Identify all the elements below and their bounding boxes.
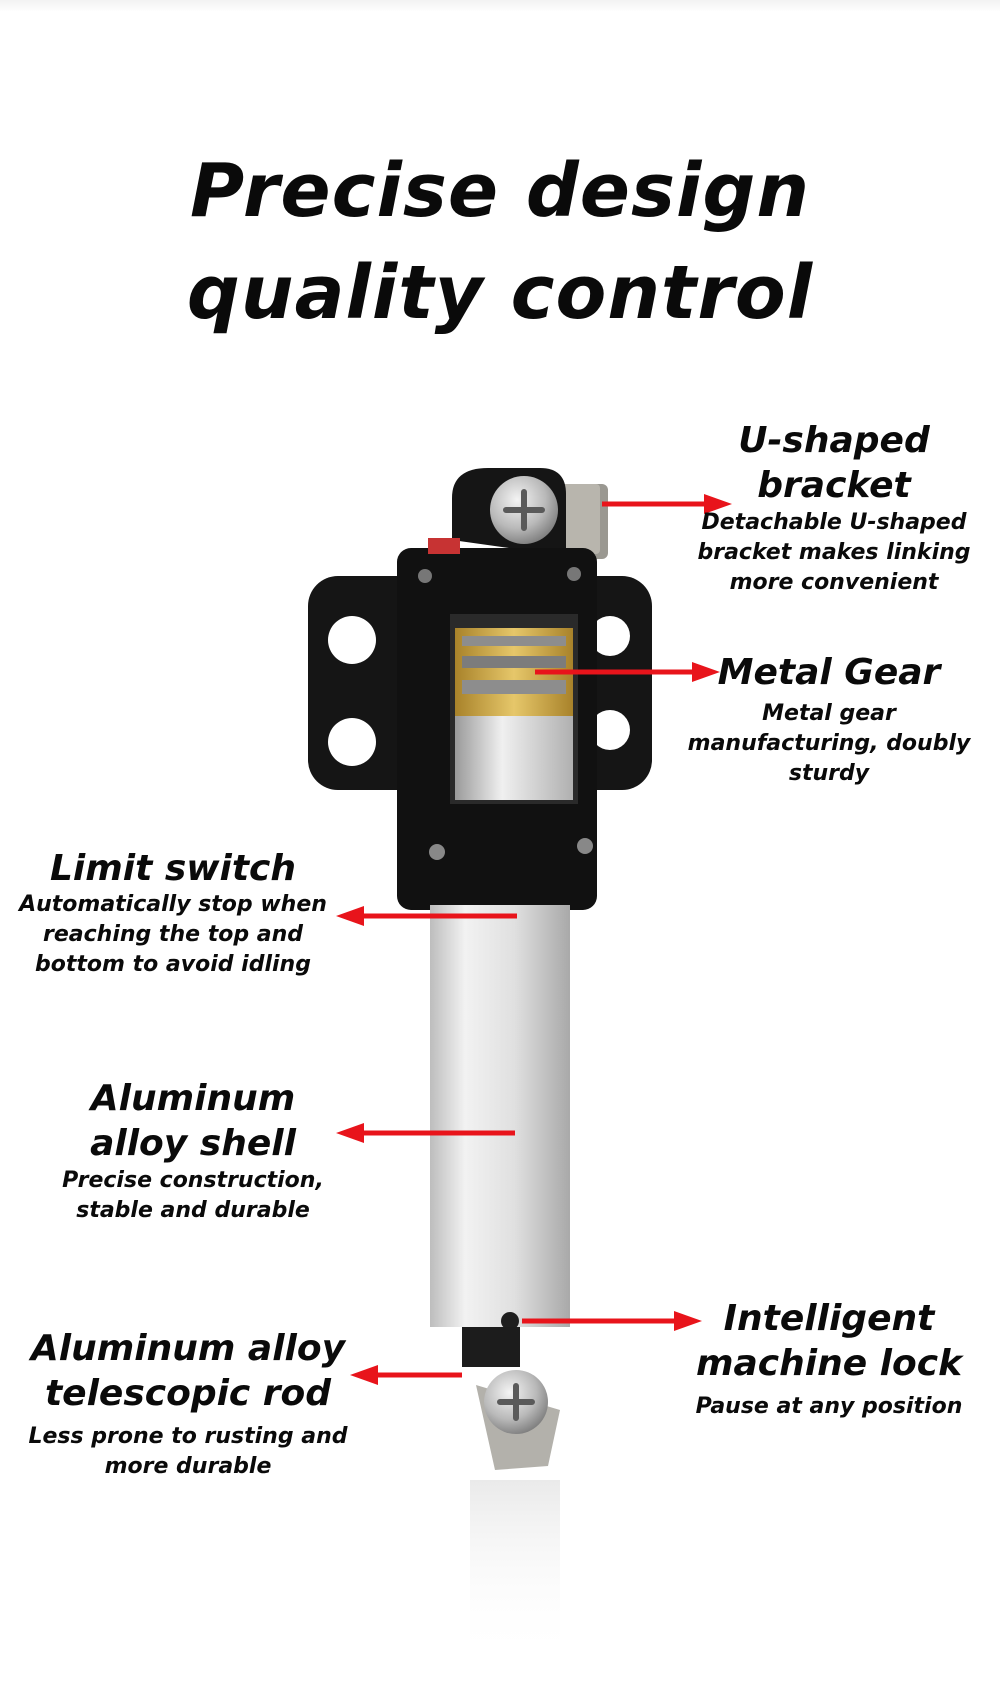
callout-bracket-description: Detachable U-shaped bracket makes linkin… [697, 510, 971, 595]
callout-rod-heading: Aluminum alloy telescopic rod [30, 1328, 346, 1414]
callout-rod-description: Less prone to rusting and more durable [28, 1424, 348, 1479]
telescopic-rod [462, 1327, 560, 1470]
callout-gear: Metal Gear Metal gear manufacturing, dou… [664, 650, 994, 789]
callout-limit-switch-description: Automatically stop when reaching the top… [19, 892, 327, 977]
callout-arrows [336, 494, 732, 1385]
callout-limit-switch-heading: Limit switch [49, 848, 297, 889]
callout-shell-description: Precise construction, stable and durable [62, 1168, 324, 1223]
machine-lock-icon [501, 1312, 519, 1330]
u-shaped-bracket [452, 468, 608, 559]
gear-window [450, 614, 578, 804]
callout-bracket-heading: U-shaped bracket [738, 420, 930, 506]
callout-gear-description: Metal gear manufacturing, doubly sturdy [687, 701, 971, 786]
callout-shell-heading: Aluminum alloy shell [90, 1078, 296, 1164]
callout-shell: Aluminum alloy shell Precise constructio… [38, 1076, 348, 1226]
title-line-2: quality control [186, 250, 814, 336]
callout-limit-switch: Limit switch Automatically stop when rea… [8, 848, 338, 980]
motor-icon [455, 716, 573, 800]
callout-lock-description: Pause at any position [695, 1394, 963, 1419]
callout-lock-heading: Intelligent machine lock [695, 1298, 963, 1384]
title-line-1: Precise design [189, 148, 811, 234]
reflection [470, 1480, 560, 1660]
callout-bracket: U-shaped bracket Detachable U-shaped bra… [684, 418, 984, 598]
aluminum-shell [430, 905, 570, 1330]
callout-gear-heading: Metal Gear [717, 652, 941, 693]
callout-lock: Intelligent machine lock Pause at any po… [688, 1296, 970, 1422]
callout-rod: Aluminum alloy telescopic rod Less prone… [28, 1326, 348, 1482]
